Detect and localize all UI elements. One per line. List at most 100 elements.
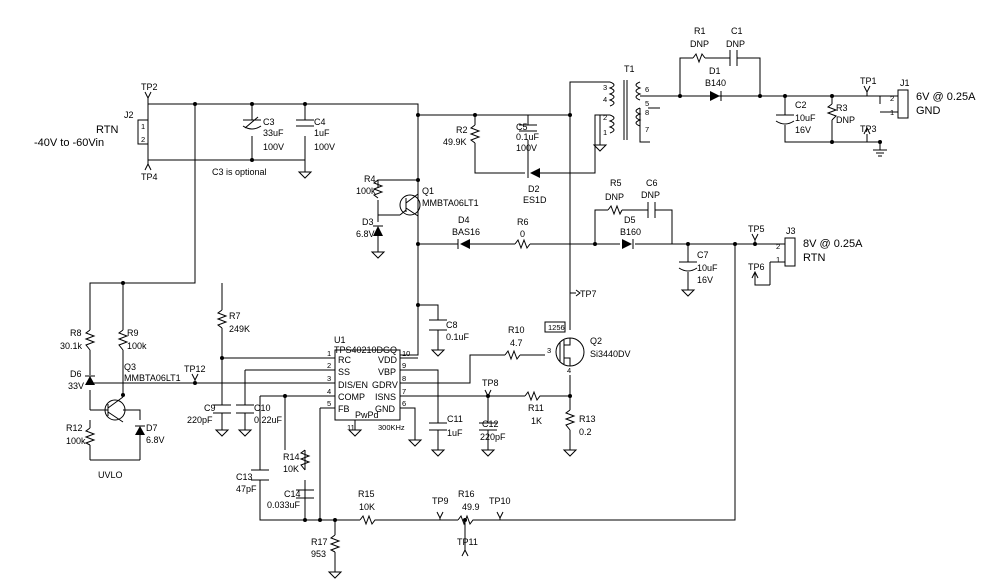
capacitor-c12: C12 220pF [479, 419, 506, 457]
svg-text:VDD: VDD [378, 355, 398, 365]
svg-text:1: 1 [327, 349, 331, 358]
svg-text:GND: GND [375, 404, 396, 414]
svg-text:SS: SS [338, 367, 350, 377]
connector-j2: 1 2 J2 [124, 110, 149, 145]
capacitor-c9: C9 220pF [187, 403, 231, 437]
svg-text:C2: C2 [795, 100, 807, 110]
svg-text:R11: R11 [528, 403, 544, 413]
svg-text:953: 953 [311, 549, 326, 559]
svg-text:16V: 16V [697, 275, 713, 285]
input-voltage-label: -40V to -60Vin [34, 137, 104, 149]
svg-text:7: 7 [402, 387, 406, 396]
svg-text:FB: FB [338, 404, 350, 414]
svg-text:R16: R16 [458, 489, 475, 499]
diode-d4: D4 BAS16 [452, 215, 480, 249]
diode-d2: D2 ES1D [523, 168, 547, 205]
j2-pin2: 2 [141, 135, 145, 144]
svg-text:R4: R4 [364, 174, 376, 184]
c3-note: C3 is optional [212, 167, 267, 177]
testpoint-tp5: TP5 [748, 224, 765, 242]
svg-text:1uF: 1uF [447, 428, 463, 438]
svg-text:1: 1 [776, 255, 780, 264]
svg-text:0.1uF: 0.1uF [446, 332, 470, 342]
svg-text:TP8: TP8 [482, 378, 499, 388]
svg-text:0.1uF: 0.1uF [516, 132, 540, 142]
svg-text:100k: 100k [66, 436, 86, 446]
svg-text:10uF: 10uF [697, 263, 718, 273]
svg-text:PwPd: PwPd [355, 410, 379, 420]
capacitor-c1: C1 DNP [726, 26, 745, 66]
svg-text:Q3: Q3 [124, 362, 136, 372]
svg-text:R6: R6 [517, 217, 529, 227]
svg-text:8: 8 [645, 108, 649, 117]
svg-text:100V: 100V [516, 143, 537, 153]
svg-text:RC: RC [338, 355, 351, 365]
svg-text:D4: D4 [458, 215, 470, 225]
resistor-r17: R17 953 [311, 534, 343, 579]
svg-text:MMBTA06LT1: MMBTA06LT1 [422, 198, 479, 208]
svg-text:BAS16: BAS16 [452, 227, 480, 237]
svg-text:1uF: 1uF [314, 128, 330, 138]
testpoint-tp9: TP9 [432, 496, 449, 520]
svg-text:4.7: 4.7 [510, 338, 523, 348]
svg-text:C7: C7 [697, 250, 709, 260]
svg-text:6: 6 [645, 85, 649, 94]
svg-text:R1: R1 [694, 26, 706, 36]
capacitor-c13: C13 47pF [236, 469, 269, 494]
svg-text:3: 3 [603, 83, 607, 92]
svg-text:TP6: TP6 [748, 262, 765, 272]
resistor-r12: R12 100k [66, 423, 96, 446]
capacitor-c2: C2 10uF 16V [775, 100, 816, 135]
resistor-r9: R9 100k [117, 328, 147, 351]
capacitor-c6: C6 DNP [641, 178, 660, 218]
svg-text:R15: R15 [358, 489, 375, 499]
svg-text:TP10: TP10 [489, 496, 511, 506]
svg-text:100V: 100V [263, 142, 284, 152]
testpoint-tp3: TP3 [860, 124, 877, 142]
resistor-r6: R6 0 [514, 217, 531, 250]
svg-text:2: 2 [603, 113, 607, 122]
svg-text:C4: C4 [314, 117, 326, 127]
svg-text:6.8V: 6.8V [146, 435, 165, 445]
resistor-r11: R11 1K [524, 390, 545, 426]
svg-text:B140: B140 [705, 78, 726, 88]
svg-text:TP5: TP5 [748, 224, 765, 234]
resistor-r10: R10 4.7 [504, 325, 525, 361]
resistor-r4: R4 100k [356, 174, 384, 199]
svg-text:33V: 33V [68, 381, 84, 391]
capacitor-c5: C5 0.1uF 100V [516, 122, 540, 153]
svg-text:C8: C8 [446, 320, 458, 330]
svg-text:2: 2 [776, 242, 780, 251]
svg-text:100k: 100k [356, 186, 376, 196]
svg-text:GND: GND [916, 105, 941, 117]
svg-text:R7: R7 [229, 311, 241, 321]
svg-text:DNP: DNP [726, 39, 745, 49]
svg-text:R5: R5 [610, 178, 622, 188]
testpoint-tp1: TP1 [860, 76, 877, 96]
svg-text:0.033uF: 0.033uF [267, 500, 301, 510]
svg-text:2: 2 [890, 94, 894, 103]
svg-text:100V: 100V [314, 142, 335, 152]
resistor-r13: R13 0.2 [562, 409, 596, 457]
svg-text:D1: D1 [709, 66, 721, 76]
svg-text:49.9: 49.9 [462, 502, 480, 512]
connector-j3: 2 1 J3 8V @ 0.25A RTN [776, 226, 863, 267]
svg-text:Q2: Q2 [590, 336, 602, 346]
testpoint-tp4: TP4 [141, 160, 158, 182]
svg-text:C6: C6 [646, 178, 658, 188]
svg-text:1256: 1256 [548, 323, 565, 332]
testpoint-tp8: TP8 [482, 378, 499, 398]
testpoint-tp12: TP12 [184, 364, 206, 382]
svg-text:49.9K: 49.9K [443, 137, 467, 147]
svg-text:6.8V: 6.8V [356, 229, 375, 239]
svg-text:TP3: TP3 [860, 124, 877, 134]
resistor-r2: R2 49.9K [443, 124, 481, 147]
connector-j1: 2 1 J1 6V @ 0.25A GND [890, 78, 976, 119]
svg-text:D6: D6 [70, 369, 82, 379]
capacitor-c4: C4 1uF 100V [296, 117, 335, 179]
svg-text:4: 4 [567, 366, 571, 375]
svg-text:C14: C14 [284, 489, 301, 499]
svg-text:1K: 1K [531, 416, 542, 426]
capacitor-c7: C7 10uF 16V [678, 250, 718, 297]
